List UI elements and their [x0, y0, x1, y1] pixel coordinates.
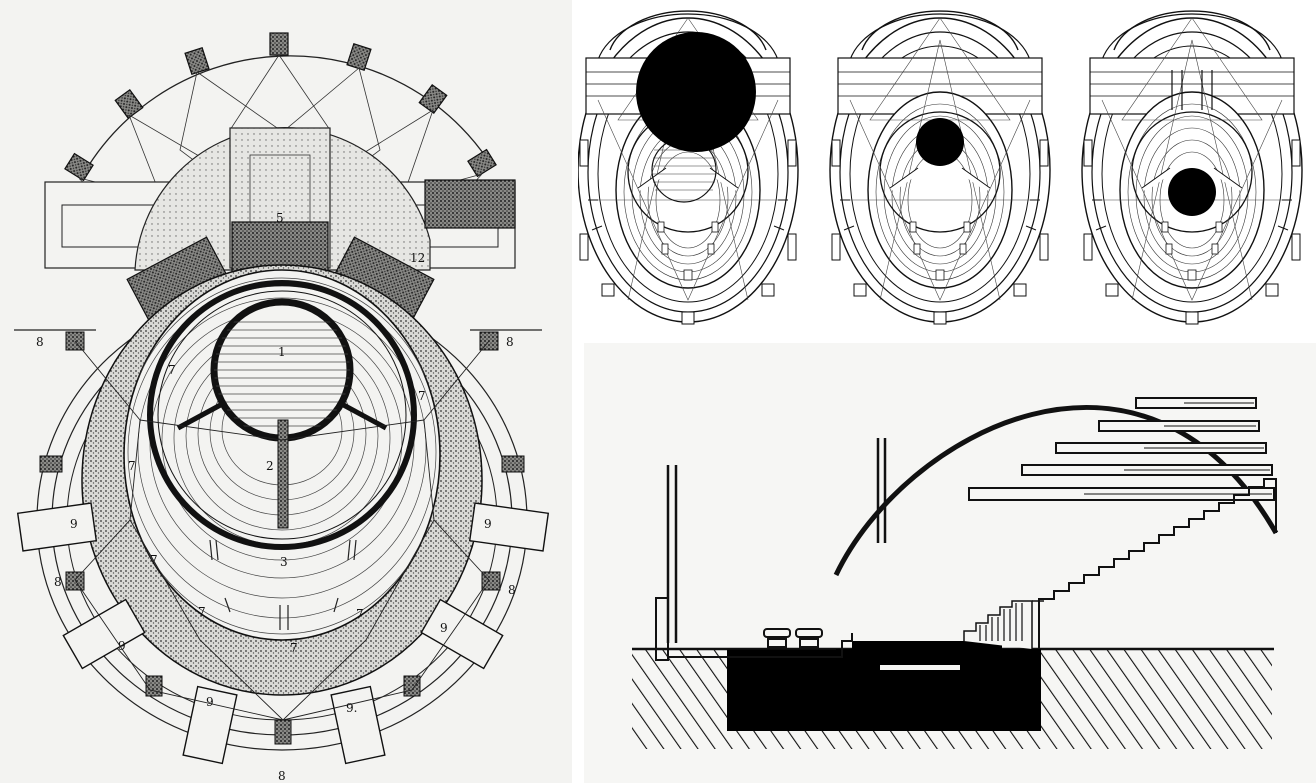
label-8b: 8 [506, 335, 514, 349]
label-9f: 9. [346, 701, 357, 715]
stage-disk-center [916, 118, 964, 166]
central-aisle [277, 419, 289, 529]
label-8d: 8 [508, 583, 516, 597]
stage-disk-front [1168, 168, 1216, 216]
raked-seating [1038, 478, 1277, 649]
label-2: 2 [266, 459, 274, 473]
label-9b: 9 [484, 517, 492, 531]
label-1: 1 [278, 345, 286, 359]
theater-section [584, 343, 1316, 783]
structure-lines [74, 340, 490, 721]
section-drawing [632, 397, 1279, 749]
front-stage-floor [668, 633, 853, 658]
label-9d: 9 [440, 621, 448, 635]
projection-towers [64, 32, 497, 182]
turntable-ring-inner [157, 290, 407, 540]
stage-seats [763, 628, 823, 648]
label-8c: 8 [54, 575, 62, 589]
exit-wings [16, 502, 550, 765]
label-7e: 7 [198, 605, 206, 619]
variant-front [1082, 11, 1302, 324]
total-theater-plan: 1 2 3 5 7 7 7 7 7 7 7 8 8 8 8 8 9 9 9 9 [0, 0, 572, 783]
label-9e: 9 [206, 695, 214, 709]
balcony-tiers [968, 397, 1275, 501]
orchestra-steps-hatch [979, 603, 1023, 641]
radial-aisles [176, 399, 388, 431]
plan-drawing: 1 2 3 5 7 7 7 7 7 7 7 8 8 8 8 8 9 9 9 9 [14, 32, 550, 783]
turntable-ring [147, 280, 417, 550]
label-7f: 7 [356, 607, 364, 621]
variant-center [830, 11, 1050, 324]
label-7d: 7 [150, 553, 158, 567]
label-7b: 7 [418, 389, 426, 403]
stage-slot [880, 665, 960, 670]
plan-labels: 1 2 3 5 7 7 7 7 7 7 7 8 8 8 8 8 9 9 9 9 [36, 211, 516, 783]
label-8e: 8 [278, 769, 286, 783]
variants-drawing [578, 0, 1316, 338]
label-12: 12 [410, 251, 425, 265]
label-7a: 7 [168, 363, 176, 377]
vomitory-marks [209, 539, 357, 630]
label-9c: 9 [118, 639, 126, 653]
label-3: 3 [280, 555, 288, 569]
dome-shell [833, 405, 1279, 577]
variant-rear [578, 11, 798, 324]
stage-variants [578, 0, 1316, 338]
stage-block [852, 641, 1002, 681]
label-7g: 7 [290, 641, 298, 655]
label-8a: 8 [36, 335, 44, 349]
label-9a: 9 [70, 517, 78, 531]
label-7c: 7 [128, 459, 136, 473]
label-5: 5 [276, 211, 284, 225]
stage-disk-rear [636, 32, 756, 152]
side-stage-east [424, 179, 516, 229]
